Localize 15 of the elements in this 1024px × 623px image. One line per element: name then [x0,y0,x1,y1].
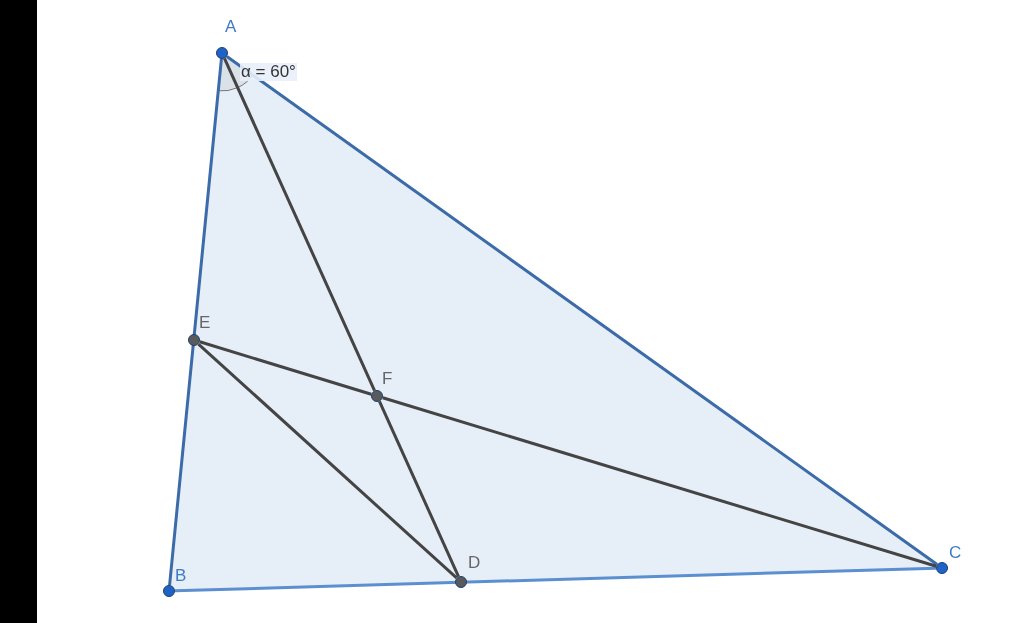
line-segment [223,57,376,392]
point-label: F [382,370,393,388]
line-segment [378,400,460,578]
line-segment [199,340,372,396]
line-segment [168,58,223,586]
line-segment [382,396,937,568]
angle-label: α = 60° [240,63,297,81]
line-segment [174,566,937,593]
point-label: B [175,567,187,585]
point-label: C [949,544,962,562]
point-label: A [225,18,237,36]
dark-side-bar [0,0,37,623]
point-label: E [199,314,211,332]
point-label: D [468,554,481,572]
line-segment [197,342,458,580]
